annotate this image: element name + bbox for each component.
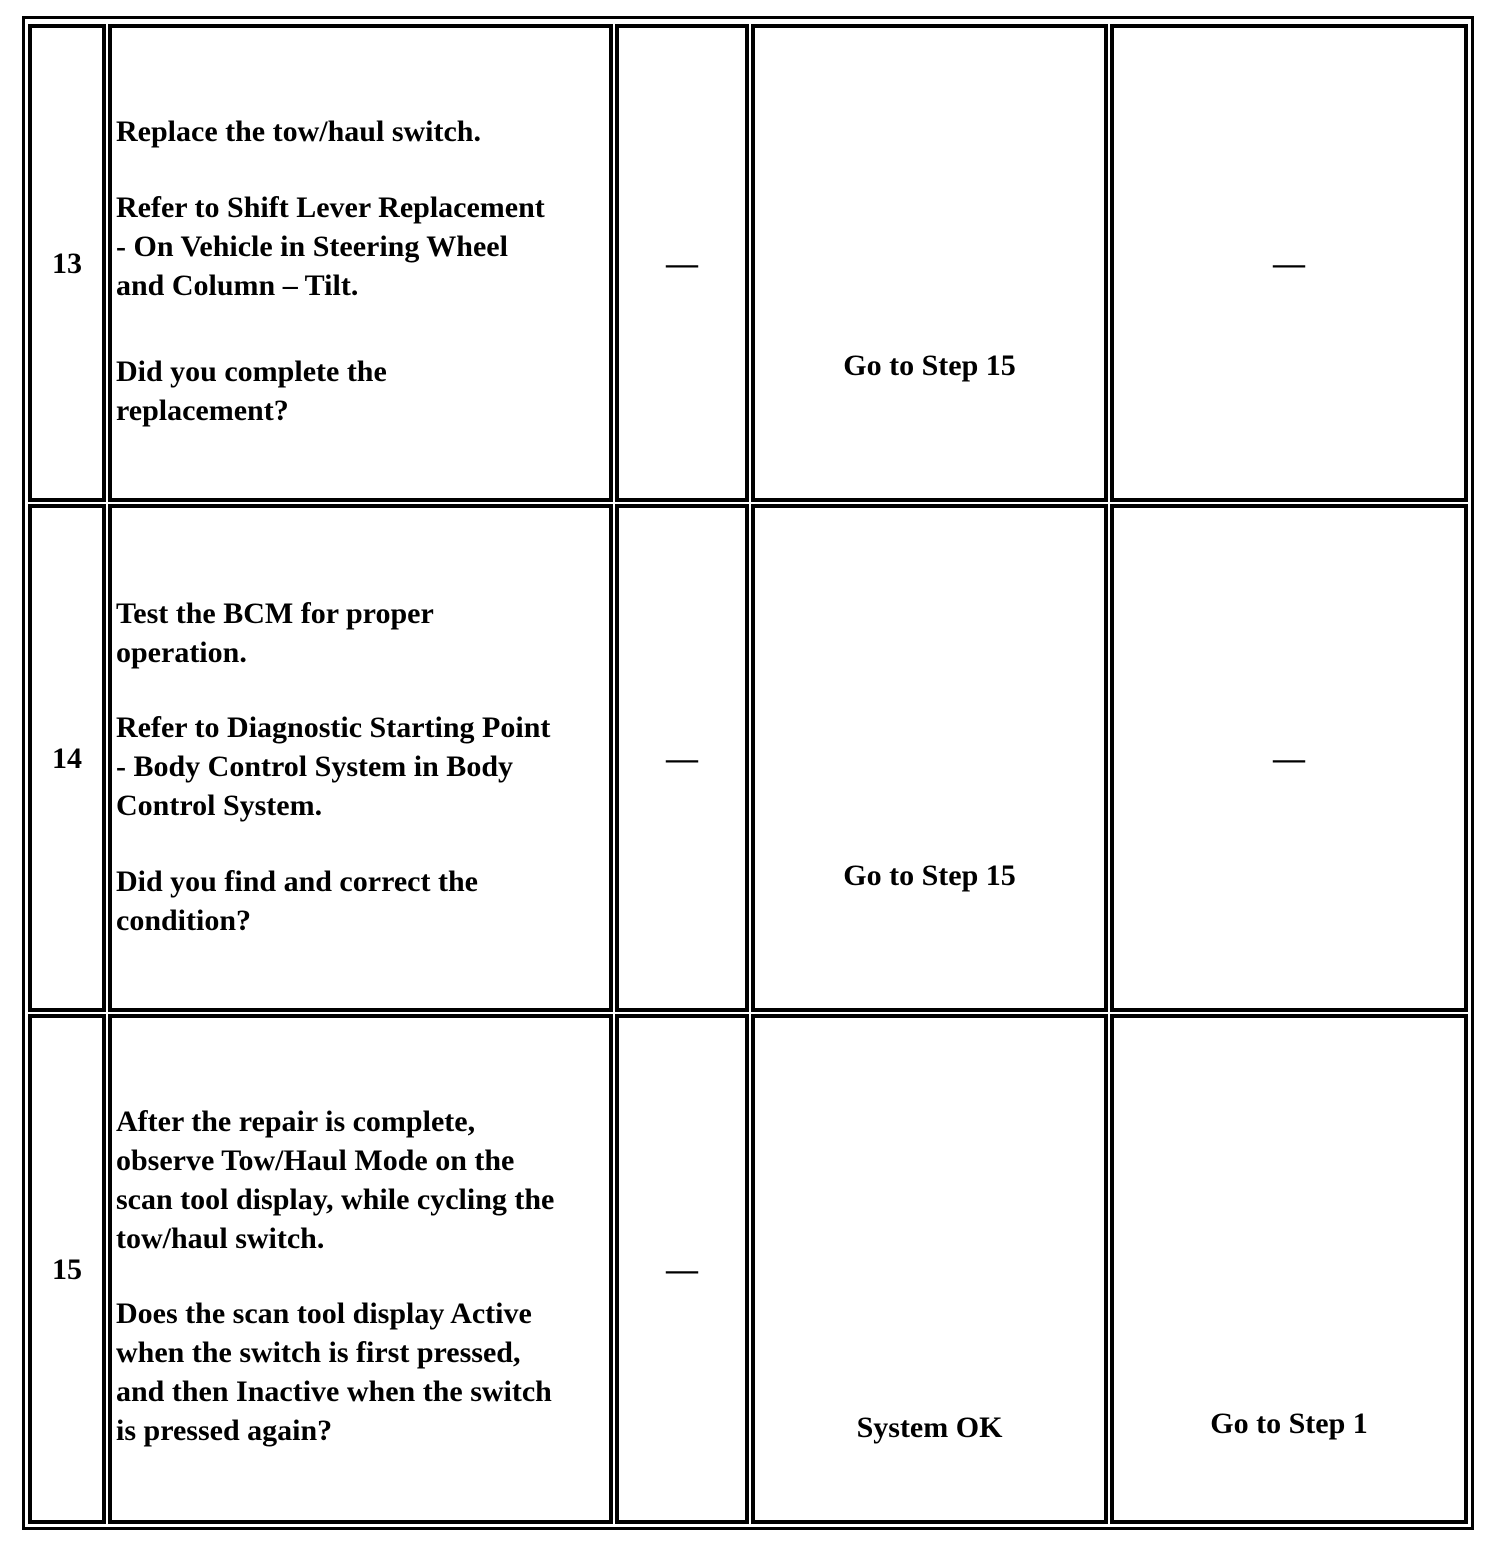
yes-action: Go to Step 15 — [843, 859, 1016, 892]
no-cell: — — [1110, 504, 1468, 1012]
values-text: — — [666, 244, 698, 281]
action-text: Did you find and correct the condition? — [116, 865, 478, 937]
action-text: Refer to Shift Lever Replacement - On Ve… — [116, 191, 545, 302]
values-text: — — [666, 739, 698, 776]
values-cell: — — [615, 504, 749, 1012]
yes-cell: System OK — [751, 1014, 1108, 1524]
step-number: 13 — [52, 246, 82, 280]
step-number: 15 — [52, 1252, 82, 1286]
yes-action: Go to Step 15 — [843, 349, 1016, 382]
no-action: — — [1273, 244, 1305, 281]
yes-cell: Go to Step 15 — [751, 504, 1108, 1012]
action-text: After the repair is complete, observe To… — [116, 1105, 555, 1255]
values-cell: — — [615, 24, 749, 502]
yes-cell: Go to Step 15 — [751, 24, 1108, 502]
no-cell: Go to Step 1 — [1110, 1014, 1468, 1524]
step-number-cell: 14 — [28, 504, 106, 1012]
action-text: Refer to Diagnostic Starting Point - Bod… — [116, 711, 551, 822]
values-text: — — [666, 1250, 698, 1287]
step-number-cell: 13 — [28, 24, 106, 502]
yes-action: System OK — [856, 1411, 1003, 1444]
action-cell: After the repair is complete, observe To… — [108, 1014, 613, 1524]
action-text: Test the BCM for proper operation. — [116, 597, 434, 669]
step-number-cell: 15 — [28, 1014, 106, 1524]
action-text: Replace the tow/haul switch. — [116, 115, 481, 148]
action-text: Did you complete the replacement? — [116, 355, 387, 427]
action-cell: Test the BCM for proper operation. Refer… — [108, 504, 613, 1012]
action-text: Does the scan tool display Active when t… — [116, 1297, 552, 1447]
action-cell: Replace the tow/haul switch. Refer to Sh… — [108, 24, 613, 502]
no-cell: — — [1110, 24, 1468, 502]
no-action: Go to Step 1 — [1210, 1407, 1368, 1440]
step-number: 14 — [52, 741, 82, 775]
no-action: — — [1273, 739, 1305, 776]
values-cell: — — [615, 1014, 749, 1524]
